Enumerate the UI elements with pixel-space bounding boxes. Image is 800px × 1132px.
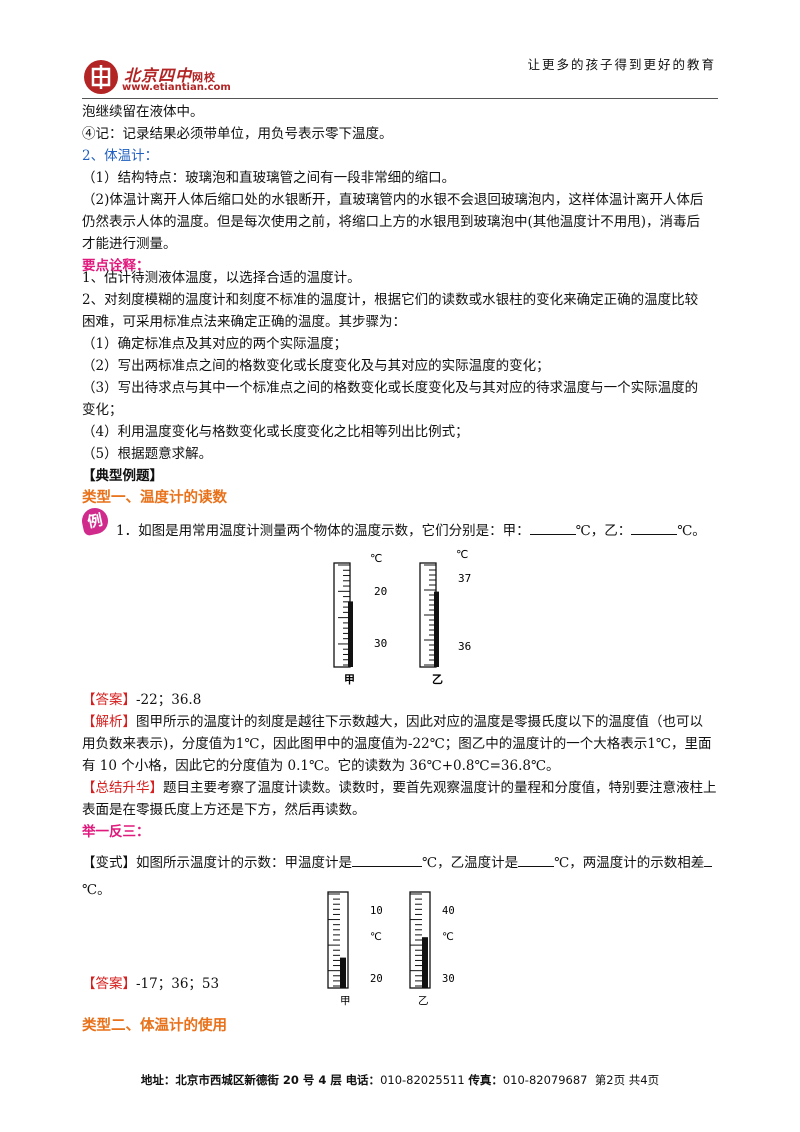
header-slogan: 让更多的孩子得到更好的教育 <box>527 57 716 72</box>
unit-label: ℃ <box>370 931 382 943</box>
variant-question-cont: ℃。 <box>82 882 111 898</box>
mercury-column <box>434 591 439 667</box>
figure-label: 甲 <box>340 995 351 1007</box>
thermometer-yi: 40 ℃ 30 乙 <box>409 891 455 1007</box>
tick-label: 30 <box>442 973 455 985</box>
tick-label: 20 <box>370 973 383 985</box>
answer-line: 【答案】-22；36.8 <box>82 692 202 708</box>
logo-url: www.etiantian.com <box>122 82 231 93</box>
text-line: 才能进行测量。 <box>82 236 177 252</box>
tick-label: 10 <box>370 905 383 917</box>
tick-label: 37 <box>458 572 471 585</box>
text-line: 泡继续留在液体中。 <box>82 104 204 120</box>
tick-label: 20 <box>374 585 387 598</box>
text-line: （1）结构特点：玻璃泡和直玻璃管之间有一段非常细的缩口。 <box>82 170 456 186</box>
answer-blank[interactable] <box>704 852 713 867</box>
answer-blank[interactable] <box>631 520 678 535</box>
tick-label: 36 <box>458 640 471 653</box>
figure-label: 甲 <box>344 673 355 686</box>
tick-label: 30 <box>374 637 387 650</box>
text-line: （2）写出两标准点之间的格数变化或长度变化及与其对应的实际温度的变化； <box>82 358 550 374</box>
text-line: 变化； <box>82 402 123 418</box>
thermometer-jia: 10 ℃ 20 甲 <box>327 891 383 1007</box>
question-1: 1．如图是用常用温度计测量两个物体的温度示数，它们分别是：甲：℃，乙：℃。 <box>116 520 716 541</box>
text-line: 仍然表示人体的温度。但是每次使用之前，将缩口上方的水银甩到玻璃泡中(其他温度计不… <box>82 214 701 230</box>
unit-label: ℃ <box>370 552 382 565</box>
text-line: 2、对刻度模糊的温度计和刻度不标准的温度计，根据它们的读数或水银柱的变化来确定正… <box>82 292 699 308</box>
example-badge: 例 <box>79 505 111 537</box>
text-line: （2)体温计离开人体后缩口处的水银断开，直玻璃管内的水银不会退回玻璃泡内，这样体… <box>82 192 704 208</box>
text-line: 困难，可采用标准点法来确定正确的温度。其步骤为： <box>82 314 406 330</box>
variant-question: 【变式】如图所示温度计的示数：甲温度计是℃，乙温度计是℃，两温度计的示数相差 <box>82 852 716 873</box>
text-line: （5）根据题意求解。 <box>82 446 213 462</box>
practice-title: 举一反三： <box>82 824 150 840</box>
answer-blank[interactable] <box>529 520 576 535</box>
figure-label: 乙 <box>432 673 443 686</box>
logo-text: 北京四中网校 <box>124 66 217 85</box>
mercury-column <box>348 601 353 667</box>
answer-blank[interactable] <box>352 852 422 867</box>
text-line: （4）利用温度变化与格数变化或长度变化之比相等列出比例式； <box>82 424 469 440</box>
text-line: （3）写出待求点与其中一个标准点之间的格数变化或长度变化及与其对应的待求温度与一… <box>82 380 699 396</box>
tick-label: 40 <box>442 905 455 917</box>
section-title: 2、体温计： <box>82 148 159 164</box>
mercury-column <box>340 957 346 988</box>
explanation-line: 有 10 个小格，因此它的分度值为 0.1℃。它的读数为 36℃+0.8℃=36… <box>82 758 560 774</box>
text-line: （1）确定标准点及其对应的两个实际温度； <box>82 336 348 352</box>
explanation-line: 【解析】图甲所示的温度计的刻度是越往下示数越大，因此对应的温度是零摄氏度以下的温… <box>82 714 703 730</box>
thermometer-jia: ℃ 20 30 甲 <box>333 552 387 686</box>
thermometer-figure-1: ℃ 20 30 甲 ℃ 37 36 乙 <box>333 548 471 686</box>
typical-examples-title: 【典型例题】 <box>82 468 163 484</box>
header-rule <box>82 98 718 99</box>
summary-line: 表面是在零摄氏度上方还是下方，然后再读数。 <box>82 802 366 818</box>
unit-label: ℃ <box>442 931 454 943</box>
page-footer: 地址：北京市西城区新德街 20 号 4 层 电话：010-82025511 传真… <box>140 1073 660 1087</box>
unit-label: ℃ <box>456 548 468 561</box>
summary-line: 【总结升华】题目主要考察了温度计读数。读数时，要首先观察温度计的量程和分度值，特… <box>82 780 717 796</box>
explanation-line: 用负数来表示)，分度值为1℃，因此图甲中的温度值为-22℃；图乙中的温度计的一个… <box>82 736 712 752</box>
answer-blank[interactable] <box>518 852 555 867</box>
logo-icon <box>84 60 118 94</box>
type-two-title: 类型二、体温计的使用 <box>82 1017 227 1034</box>
text-line: 1、估计待测液体温度，以选择合适的温度计。 <box>82 270 361 286</box>
type-one-title: 类型一、温度计的读数 <box>82 489 227 506</box>
answer-line: 【答案】-17；36；53 <box>82 976 220 992</box>
key-points-title: 要点诠释： <box>82 258 150 274</box>
thermometer-figure-2: 10 ℃ 20 甲 40 ℃ 30 乙 <box>327 891 455 1007</box>
text-line: ④记：记录结果必须带单位，用负号表示零下温度。 <box>82 126 393 142</box>
mercury-column <box>422 937 428 988</box>
figure-label: 乙 <box>418 995 429 1007</box>
thermometer-yi: ℃ 37 36 乙 <box>419 548 471 686</box>
